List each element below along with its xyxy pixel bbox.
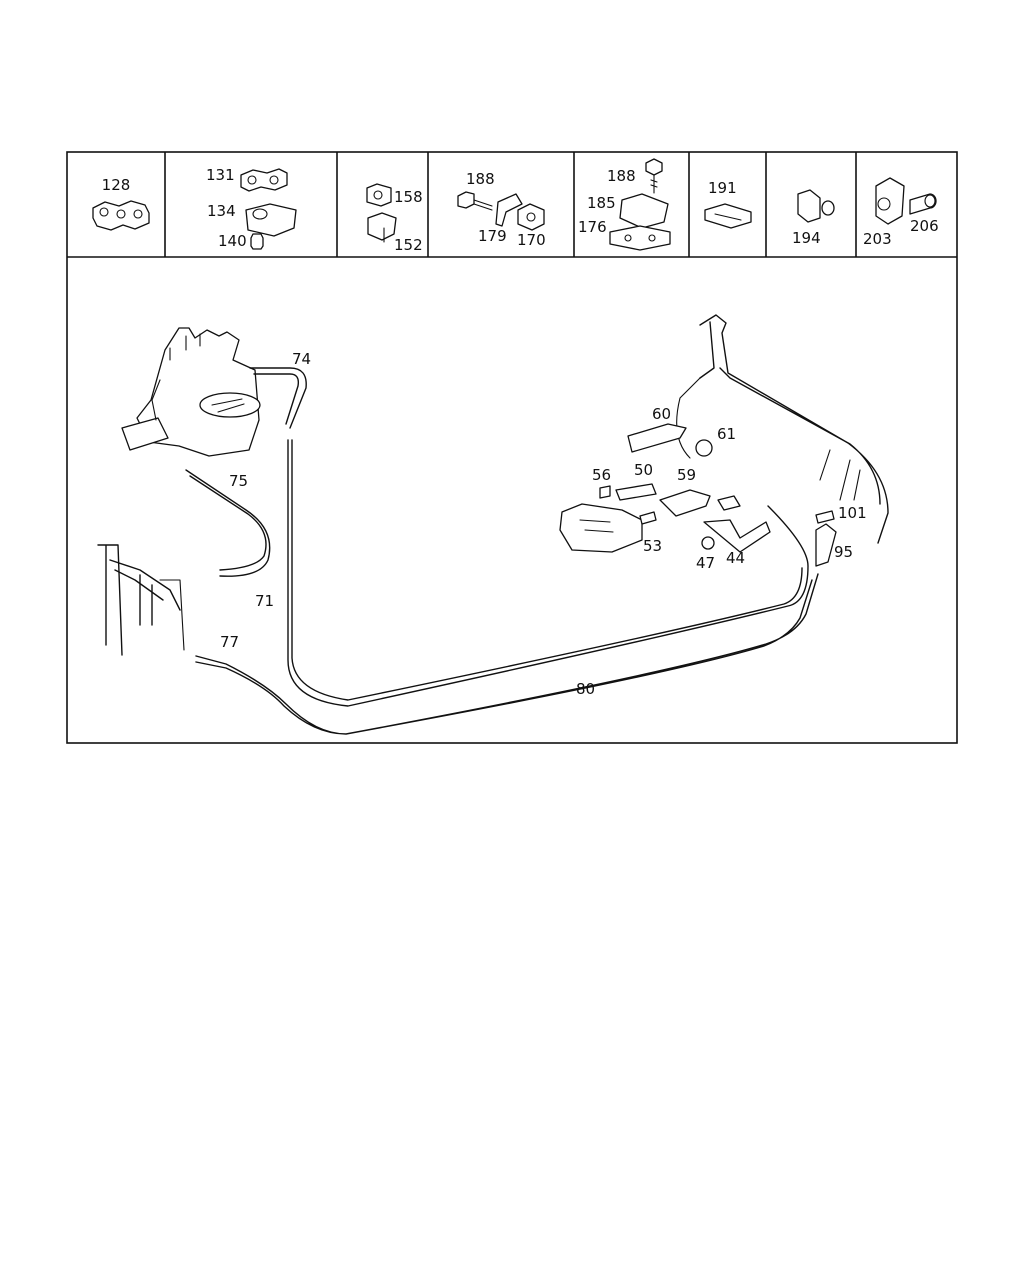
callout-188-b: 188 [607, 167, 636, 185]
fuel-pump-assembly[interactable] [559, 423, 837, 567]
callout-188-a: 188 [466, 170, 495, 188]
line-77-80-lower[interactable] [195, 573, 819, 735]
callout-53: 53 [643, 537, 662, 555]
callout-206: 206 [910, 217, 939, 235]
part-170-clamp[interactable] [517, 203, 545, 231]
callout-203: 203 [863, 230, 892, 248]
part-188-bolt[interactable] [457, 191, 493, 211]
part-203-clamp[interactable] [875, 177, 905, 225]
part-191-clip[interactable] [704, 203, 752, 229]
fuel-distributor-assembly[interactable] [121, 327, 261, 457]
callout-191: 191 [708, 179, 737, 197]
part-128-clip[interactable] [92, 200, 150, 231]
part-134-bracket[interactable] [245, 203, 297, 237]
callout-101: 101 [838, 504, 867, 522]
callout-77: 77 [220, 633, 239, 651]
line-74[interactable] [249, 367, 307, 429]
callout-134: 134 [207, 202, 236, 220]
callout-74: 74 [292, 350, 311, 368]
part-179-bracket[interactable] [495, 193, 523, 227]
part-131-clip[interactable] [240, 168, 288, 192]
header-callouts: 128 131 134 140 158 152 188 179 170 188 … [102, 166, 939, 254]
pipe-assembly-left[interactable] [97, 544, 185, 656]
callout-47: 47 [696, 554, 715, 572]
part-194-clamp[interactable] [797, 189, 835, 223]
callout-50: 50 [634, 461, 653, 479]
diagram-frame [66, 151, 958, 744]
part-188-screw[interactable] [645, 158, 663, 194]
part-158-grommet[interactable] [366, 183, 392, 207]
callout-185: 185 [587, 194, 616, 212]
callout-194: 194 [792, 229, 821, 247]
line-80-upper[interactable] [287, 439, 809, 707]
callout-170: 170 [517, 231, 546, 249]
callout-59: 59 [677, 466, 696, 484]
part-206-sleeve[interactable] [909, 193, 937, 215]
callout-61: 61 [717, 425, 736, 443]
callout-131: 131 [206, 166, 235, 184]
part-152-clamp[interactable] [367, 212, 397, 243]
callout-75: 75 [229, 472, 248, 490]
part-185-bracket[interactable] [619, 193, 669, 229]
callout-60: 60 [652, 405, 671, 423]
callout-80: 80 [576, 680, 595, 698]
callout-158: 158 [394, 188, 423, 206]
callout-128: 128 [102, 176, 131, 194]
callout-44: 44 [726, 549, 745, 567]
callout-71: 71 [255, 592, 274, 610]
callout-56: 56 [592, 466, 611, 484]
part-140-nut[interactable] [250, 233, 264, 250]
callout-179: 179 [478, 227, 507, 245]
callout-95: 95 [834, 543, 853, 561]
callout-140: 140 [218, 232, 247, 250]
callout-152: 152 [394, 236, 423, 254]
part-176-clip[interactable] [609, 225, 671, 251]
callout-176: 176 [578, 218, 607, 236]
header-cell-dividers [164, 152, 857, 257]
main-callouts: 74 75 71 77 80 60 61 56 50 59 53 47 44 1… [220, 350, 867, 698]
line-71-75[interactable] [185, 469, 271, 577]
